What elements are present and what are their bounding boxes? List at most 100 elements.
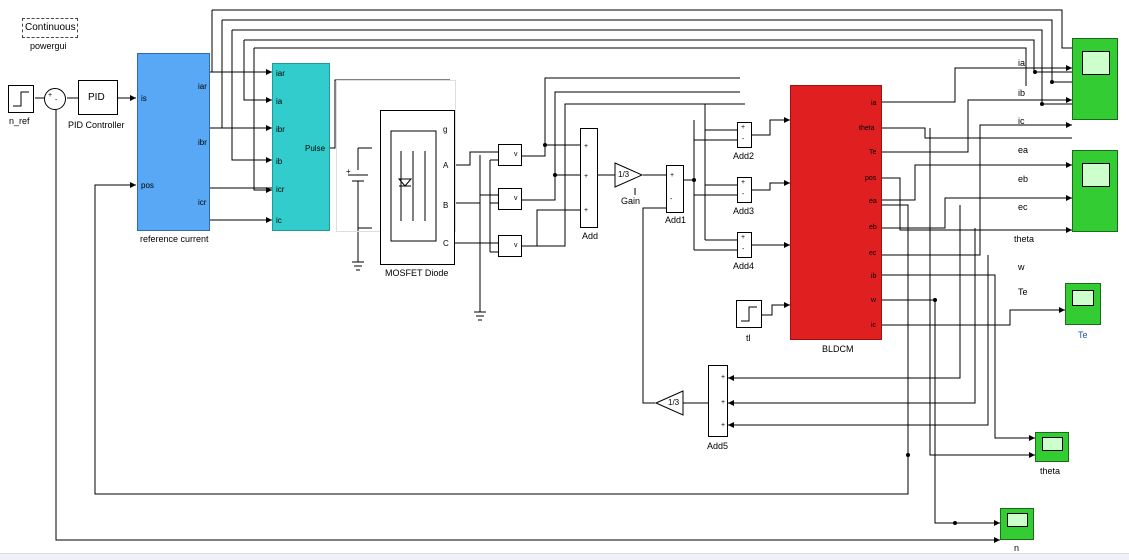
tl-step-block[interactable] [736, 300, 762, 328]
dc-voltage-source-icon[interactable]: + [343, 165, 373, 205]
svg-text:+: + [346, 167, 351, 176]
current-controller-block[interactable]: iar ia ibr ib icr ic Pulse [272, 63, 330, 231]
cc-port-iar: iar [276, 69, 285, 78]
speed-scope-label: n [1014, 543, 1020, 553]
bldcm-port-pos: pos [865, 175, 877, 182]
n-ref-label: n_ref [9, 116, 30, 126]
add1-sign-1: + [670, 172, 675, 179]
bldcm-port-ea: ea [869, 198, 877, 205]
powergui-mode: Continuous [25, 22, 76, 33]
add2-sign-2: - [742, 136, 745, 143]
add-block[interactable]: + + + [580, 128, 598, 228]
ref-port-pos: pos [141, 181, 154, 190]
mosfet-label: MOSFET Diode [385, 268, 449, 278]
add1-label: Add1 [665, 215, 687, 225]
theta-scope-block[interactable] [1035, 432, 1069, 462]
pid-controller-block[interactable]: PID [78, 80, 118, 115]
gain-block[interactable] [614, 162, 644, 188]
cc-port-ib: ib [276, 157, 283, 166]
add5-label: Add5 [707, 441, 729, 451]
sum-minus-sign: - [55, 97, 58, 104]
cc-port-ia: ia [276, 97, 283, 106]
speed-scope-block[interactable] [1000, 508, 1034, 540]
gain2-text: 1/3 [668, 398, 680, 407]
signal-label-ib: ib [1018, 88, 1026, 98]
mosfet-diode-block[interactable]: g A B C [380, 110, 455, 265]
add5-sign-2: + [721, 399, 726, 406]
scope-screen-icon [1072, 290, 1094, 306]
sum-plus-sign: + [48, 92, 53, 99]
te-scope-block[interactable] [1065, 283, 1101, 325]
signal-label-theta: theta [1014, 234, 1035, 244]
bldcm-port-ia: ia [871, 100, 877, 107]
add-sign-3: + [584, 207, 589, 214]
scope-screen-icon [1082, 51, 1110, 75]
add4-sign-2: - [742, 246, 745, 253]
add3-sign-1: + [741, 179, 746, 186]
add-sign-1: + [584, 143, 589, 150]
add2-block[interactable]: + - [737, 122, 752, 148]
step-icon [741, 306, 757, 322]
reference-current-label: reference current [140, 234, 209, 244]
ref-port-is: is [141, 94, 147, 103]
ref-port-ibr: ibr [198, 138, 207, 147]
mosfet-port-c: C [443, 239, 449, 248]
add1-sign-2: - [670, 196, 673, 203]
signal-label-ic: ic [1018, 116, 1025, 126]
gain-label: Gain [621, 196, 641, 206]
add4-block[interactable]: + - [737, 232, 752, 258]
add5-sign-1: + [721, 374, 726, 381]
gain2-block[interactable] [655, 390, 685, 416]
reference-current-block[interactable]: is pos iar ibr icr [137, 53, 210, 231]
gain-text: 1/3 [618, 170, 630, 179]
sum-block[interactable] [44, 88, 66, 110]
tl-label: tl [746, 333, 751, 343]
powergui-label: powergui [30, 41, 67, 51]
add4-label: Add4 [733, 261, 755, 271]
signal-label-w: w [1018, 262, 1025, 272]
add1-block[interactable]: + - [666, 165, 684, 213]
mosfet-port-g: g [443, 125, 448, 134]
add3-label: Add3 [733, 206, 755, 216]
step-icon [13, 91, 29, 107]
powergui-block[interactable]: Continuous [22, 18, 78, 38]
mosfet-port-a: A [443, 161, 449, 170]
te-scope-label: Te [1078, 330, 1088, 340]
voltmeter-b[interactable]: v [498, 188, 522, 210]
mosfet-port-b: B [443, 201, 449, 210]
voltmeter-c[interactable]: v [498, 235, 522, 257]
bldcm-port-eb: eb [869, 224, 877, 231]
bldcm-port-ic: ic [871, 322, 877, 329]
signal-label-ea: ea [1018, 145, 1029, 155]
signal-label-te: Te [1018, 287, 1028, 297]
add3-sign-2: - [742, 191, 745, 198]
pid-label: PID Controller [68, 120, 125, 130]
status-bar [0, 553, 1129, 560]
add-label: Add [582, 231, 599, 241]
current-scope-block[interactable] [1072, 38, 1118, 120]
cc-port-icr: icr [276, 185, 285, 194]
cc-pulse-label: Pulse [305, 144, 326, 153]
voltmeter-a-label: v [514, 151, 518, 158]
voltmeter-c-label: v [514, 242, 518, 249]
add5-block[interactable]: + + + [708, 365, 728, 437]
add3-block[interactable]: + - [737, 177, 752, 203]
cc-port-ic: ic [276, 216, 282, 225]
n-ref-step-block[interactable] [8, 85, 34, 113]
bldcm-port-w: w [871, 297, 877, 304]
voltmeter-a[interactable]: v [498, 144, 522, 166]
add2-label: Add2 [733, 151, 755, 161]
scope-screen-icon [1007, 513, 1028, 527]
emf-scope-block[interactable] [1072, 150, 1118, 232]
mosfet-bridge-icon [390, 130, 437, 242]
scope-screen-icon [1042, 437, 1063, 451]
signal-label-ec: ec [1018, 202, 1028, 212]
bldcm-port-theta: theta [859, 125, 875, 132]
scope-screen-icon [1082, 163, 1110, 187]
ref-port-icr: icr [198, 198, 207, 207]
add-sign-2: + [584, 173, 589, 180]
pid-text: PID [88, 92, 105, 103]
bldcm-block[interactable]: ia theta Te pos ea eb ec ib w ic [790, 85, 882, 340]
add2-sign-1: + [741, 124, 746, 131]
bldcm-label: BLDCM [822, 344, 854, 354]
